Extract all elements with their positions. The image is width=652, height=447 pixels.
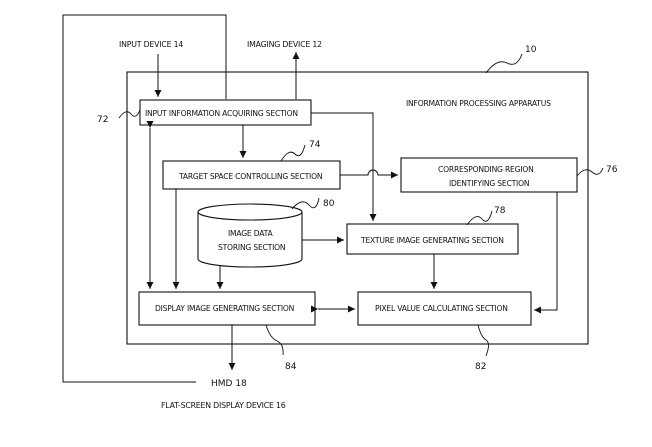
input-device-label: INPUT DEVICE 14 xyxy=(119,40,183,49)
texture-image-block xyxy=(346,223,519,255)
pixel-value-label: PIXEL VALUE CALCULATING SECTION xyxy=(375,304,508,313)
input-acquiring-ref-leader xyxy=(118,109,141,119)
display-image-label: DISPLAY IMAGE GENERATING SECTION xyxy=(155,304,294,313)
texture-image-ref: 78 xyxy=(494,206,506,216)
apparatus-box xyxy=(126,71,589,345)
target-space-ref-leader xyxy=(280,144,306,162)
apparatus-title: INFORMATION PROCESSING APPARATUS xyxy=(406,99,551,108)
imaging-device-label: IMAGING DEVICE 12 xyxy=(247,40,322,49)
hmd-label: HMD 18 xyxy=(211,379,247,389)
image-data-storing-label-2: STORING SECTION xyxy=(218,243,285,252)
image-data-storing-ref: 80 xyxy=(323,199,335,209)
texture-image-label: TEXTURE IMAGE GENERATING SECTION xyxy=(360,236,504,245)
corresponding-region-label-2: IDENTIFYING SECTION xyxy=(449,179,529,188)
arrow-input-to-texture xyxy=(311,112,377,221)
input-acquiring-block xyxy=(139,99,312,126)
image-data-storing-cylinder xyxy=(197,203,303,268)
pixel-value-block xyxy=(357,291,532,326)
arrow-corresponding-to-pixel xyxy=(534,192,558,314)
image-data-storing-label-1: IMAGE DATA xyxy=(228,229,274,238)
corresponding-region-ref-leader xyxy=(576,167,604,177)
corresponding-region-block xyxy=(400,157,578,193)
apparatus-ref-leader xyxy=(485,53,523,74)
display-image-ref: 84 xyxy=(285,362,297,372)
corresponding-region-ref: 76 xyxy=(606,165,618,175)
target-space-ref: 74 xyxy=(309,140,321,150)
display-image-ref-leader xyxy=(265,324,284,356)
display-image-block xyxy=(138,291,316,326)
texture-image-ref-leader xyxy=(466,210,493,226)
pixel-value-ref-leader xyxy=(477,324,489,357)
image-data-storing-ref-leader xyxy=(291,197,320,210)
target-space-label: TARGET SPACE CONTROLLING SECTION xyxy=(178,172,322,181)
apparatus-ref: 10 xyxy=(525,45,537,55)
corresponding-region-label-1: CORRESPONDING REGION xyxy=(438,165,534,174)
arrow-target-to-corresponding xyxy=(340,169,398,179)
flat-display-label: FLAT-SCREEN DISPLAY DEVICE 16 xyxy=(161,401,286,410)
input-acquiring-label: INPUT INFORMATION ACQUIRING SECTION xyxy=(145,109,298,118)
pixel-value-ref: 82 xyxy=(475,362,486,372)
input-acquiring-ref: 72 xyxy=(97,115,108,125)
hmd-loop-line xyxy=(62,14,227,383)
